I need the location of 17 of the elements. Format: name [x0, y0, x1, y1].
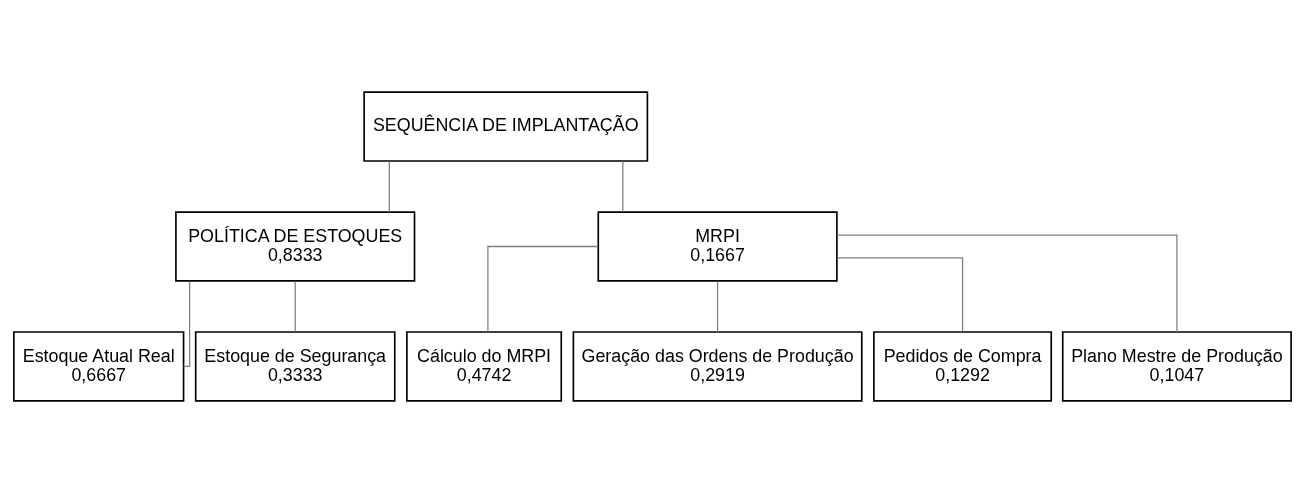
- node-box: Estoque de Segurança 0,3333: [194, 330, 396, 402]
- node-box: Geração das Ordens de Produção 0,2919: [572, 330, 863, 402]
- connector: [716, 280, 719, 332]
- connector: [622, 160, 624, 212]
- connector: [487, 245, 599, 332]
- node-box: MRPI 0,1667: [597, 210, 838, 282]
- connector: [183, 280, 191, 367]
- node-box: Estoque Atual Real 0,6667: [13, 330, 185, 402]
- connector: [836, 256, 964, 332]
- node-box: SEQUÊNCIA DE IMPLANTAÇÃO: [363, 90, 649, 162]
- node-box: Cálculo do MRPI 0,4742: [406, 330, 563, 402]
- connector: [294, 280, 296, 332]
- node-box: Pedidos de Compra 0,1292: [873, 330, 1053, 402]
- connector: [836, 233, 1178, 333]
- node-box: POLÍTICA DE ESTOQUES 0,8333: [175, 210, 416, 282]
- connector: [388, 160, 390, 212]
- node-box: Plano Mestre de Produção 0,1047: [1061, 330, 1292, 402]
